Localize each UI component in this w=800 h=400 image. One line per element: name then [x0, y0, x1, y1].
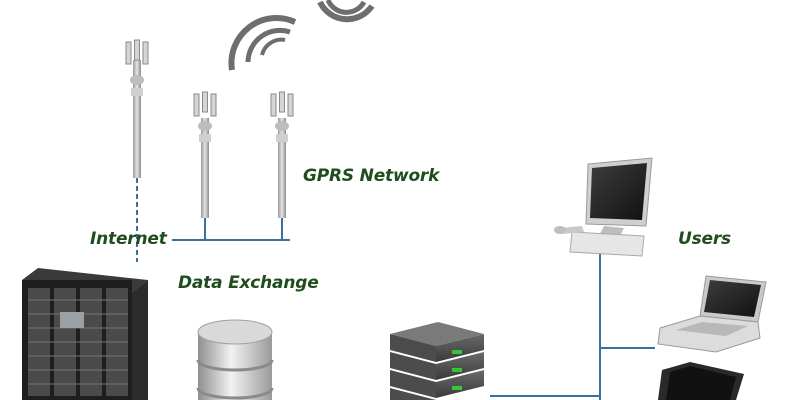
laptop-icon [657, 275, 767, 353]
database-icon [196, 319, 274, 400]
users-label: Users [678, 229, 731, 249]
connection-lines [64, 178, 655, 400]
gprs-network-label: GPRS Network [303, 166, 440, 186]
server-stack-icon [390, 322, 484, 400]
tablet-icon [658, 362, 744, 400]
cell-tower-icon [125, 39, 149, 178]
internet-label: Internet [90, 229, 167, 249]
cell-tower-icon [270, 91, 294, 218]
data-exchange-label: Data Exchange [178, 273, 319, 293]
wireless-signal-icon [228, 0, 375, 71]
server-rack-icon [22, 268, 148, 400]
cell-tower-icon [193, 91, 217, 218]
desktop-computer-icon [554, 157, 653, 257]
